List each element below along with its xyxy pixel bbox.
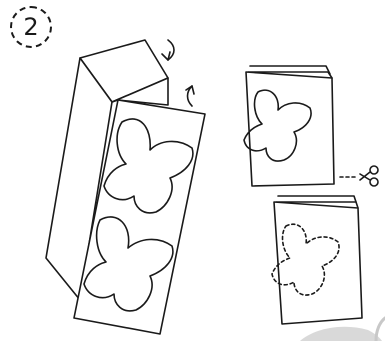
- folded-stack-bottom: [272, 196, 362, 324]
- shadow-arc: [376, 318, 385, 341]
- folded-stack-top: [244, 66, 334, 186]
- stack-bottom-front: [274, 202, 362, 324]
- shadow-blob: [300, 327, 382, 341]
- scissors-icon: [340, 166, 378, 186]
- accordion-paper: [46, 40, 205, 334]
- fold-arrow-clockwise-icon: [162, 40, 174, 60]
- stack-top-front: [246, 72, 334, 186]
- fold-arrow-counterclockwise-icon: [186, 86, 194, 106]
